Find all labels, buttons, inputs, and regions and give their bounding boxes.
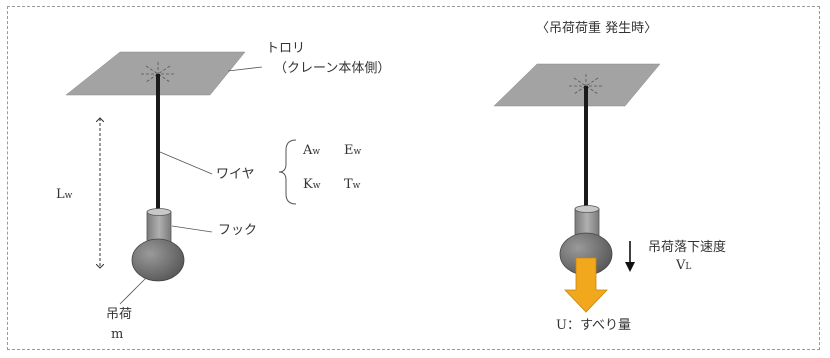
mass-symbol-label: m — [111, 327, 124, 342]
slip-arrow — [564, 257, 608, 313]
load-mass — [131, 238, 185, 282]
wire-label: ワイヤ — [216, 167, 255, 182]
scenario-title: 〈吊荷荷重 発生時〉 — [536, 21, 658, 36]
trolley-label: トロリ — [266, 41, 306, 56]
length-label: Lw — [56, 187, 72, 204]
params-brace — [278, 139, 297, 205]
param-tw: Tw — [344, 177, 361, 192]
hook-label: フック — [218, 223, 258, 238]
trolley-plate — [65, 51, 246, 96]
load-leader-line — [119, 277, 147, 305]
param-ew: Ew — [344, 143, 362, 158]
fall-velocity-arrow — [625, 241, 635, 272]
load-label: 吊荷 — [106, 307, 133, 322]
hook-top-right — [574, 205, 600, 213]
param-aw: Aw — [303, 143, 321, 158]
wire-leader-line — [159, 151, 213, 175]
fall-velocity-label: 吊荷落下速度 — [648, 240, 727, 255]
figure-frame — [7, 6, 820, 350]
trolley-leader-line — [227, 66, 263, 72]
velocity-symbol-label: VL — [676, 258, 692, 273]
trolley-plate-right — [493, 63, 661, 107]
length-symbol: L — [56, 187, 65, 202]
hook-top — [146, 208, 172, 216]
slip-label: U：すべり量 — [556, 318, 632, 333]
param-kw: Kw — [303, 177, 321, 192]
length-subscript: w — [64, 191, 73, 201]
hook-leader-line — [171, 225, 213, 233]
trolley-note-label: （クレーン本体側） — [274, 61, 391, 76]
